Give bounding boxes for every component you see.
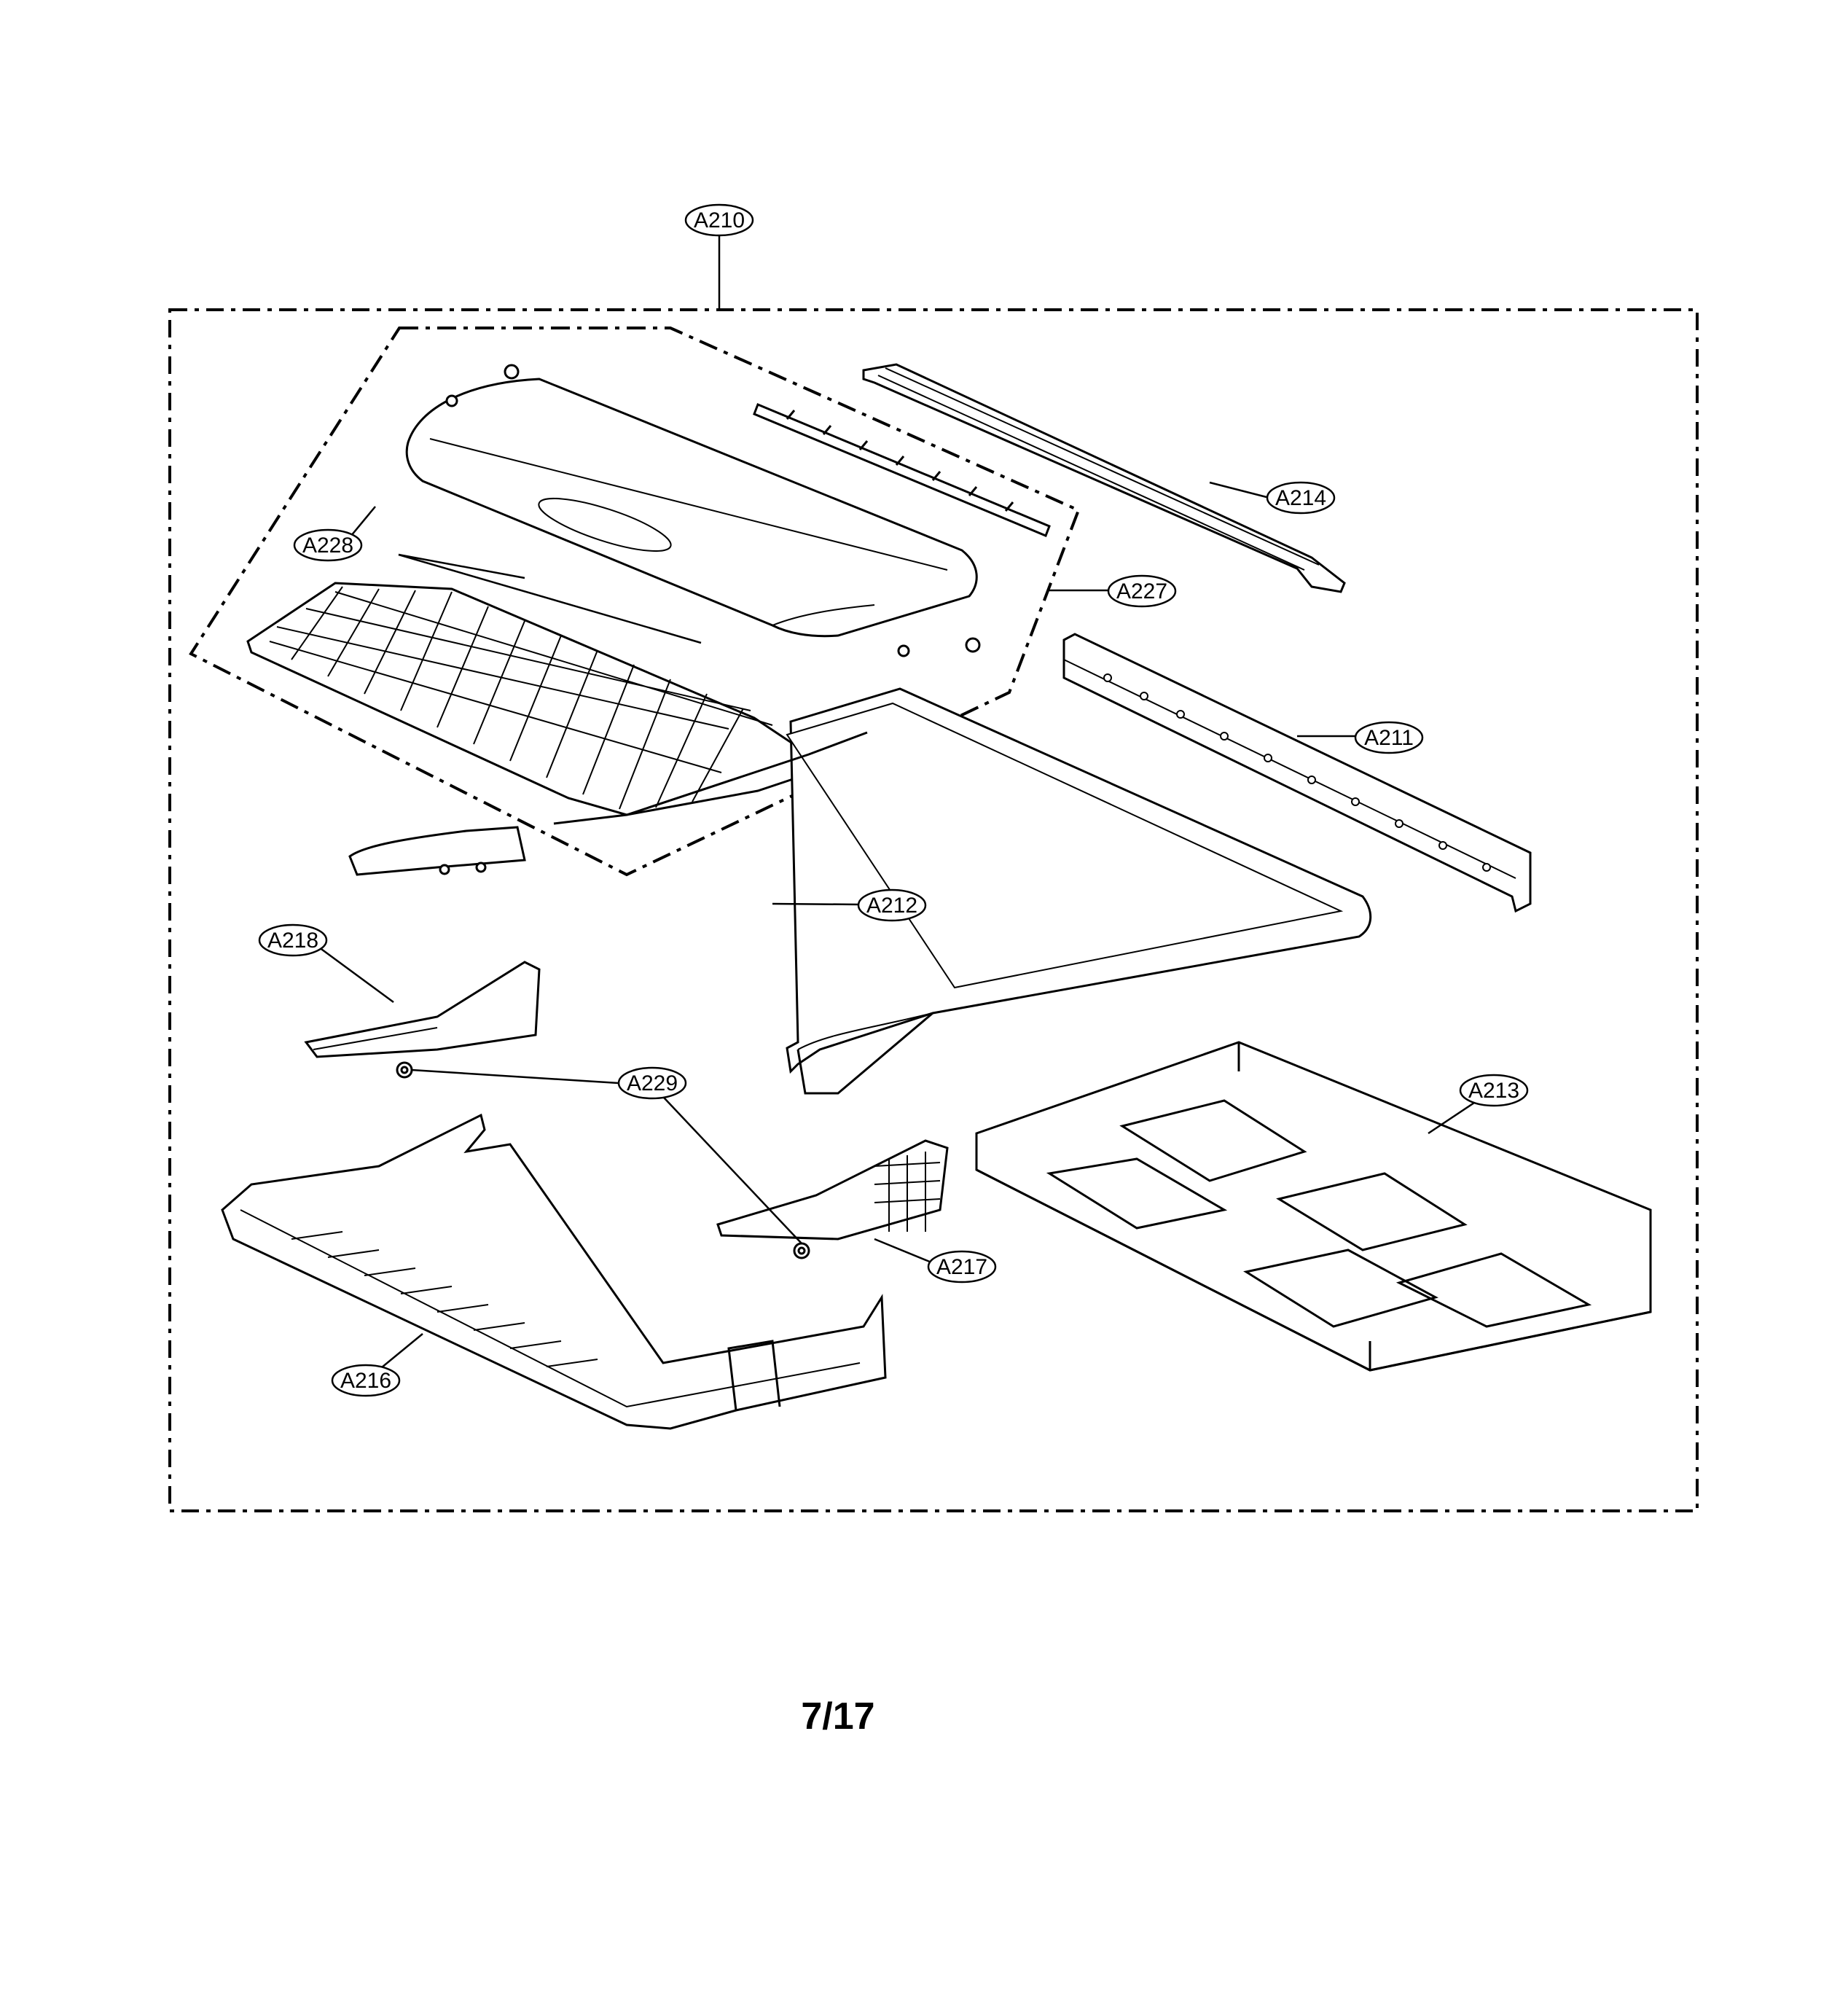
callout-label: A214 [1275,486,1326,510]
callout-a229[interactable]: A229 [617,1066,687,1100]
callout-a214[interactable]: A214 [1266,481,1336,515]
part-lid [405,364,981,657]
assembly-boundary-a210 [168,308,1699,1512]
callout-label: A228 [302,534,353,558]
callout-label: A227 [1116,579,1167,603]
callout-label: A229 [627,1071,678,1095]
part-hinge-bracket [753,403,1051,537]
callout-label: A217 [936,1255,987,1279]
callout-a216[interactable]: A216 [331,1364,401,1397]
part-base-pan-a213 [975,1041,1652,1372]
callout-label: A213 [1468,1079,1519,1103]
subassembly-boundary-a227 [189,327,1081,877]
callout-label: A210 [694,208,745,233]
part-top-frame-a212 [553,687,1372,1095]
part-front-trim [348,826,526,876]
callout-label: A216 [340,1369,391,1393]
part-rear-rail-a214 [862,363,1346,593]
callout-a210[interactable]: A210 [684,203,754,237]
callout-label: A211 [1364,726,1414,750]
leader-lines [316,235,1492,1381]
part-filter-grille [246,582,810,816]
part-side-bracket-a211 [1062,633,1532,913]
part-front-base-a216 [221,1113,887,1430]
callout-a227[interactable]: A227 [1107,574,1177,608]
callout-a218[interactable]: A218 [258,923,328,957]
callout-a213[interactable]: A213 [1459,1074,1529,1107]
callout-a212[interactable]: A212 [857,888,927,922]
callout-a228[interactable]: A228 [293,528,363,562]
callout-a211[interactable]: A211 [1354,721,1424,754]
page-number: 7/17 [801,1695,875,1738]
part-left-bracket-a218 [304,961,541,1058]
callout-a217[interactable]: A217 [927,1250,997,1284]
part-washers-a229 [396,1061,810,1259]
callout-label: A218 [267,929,318,953]
callout-label: A212 [866,894,917,918]
